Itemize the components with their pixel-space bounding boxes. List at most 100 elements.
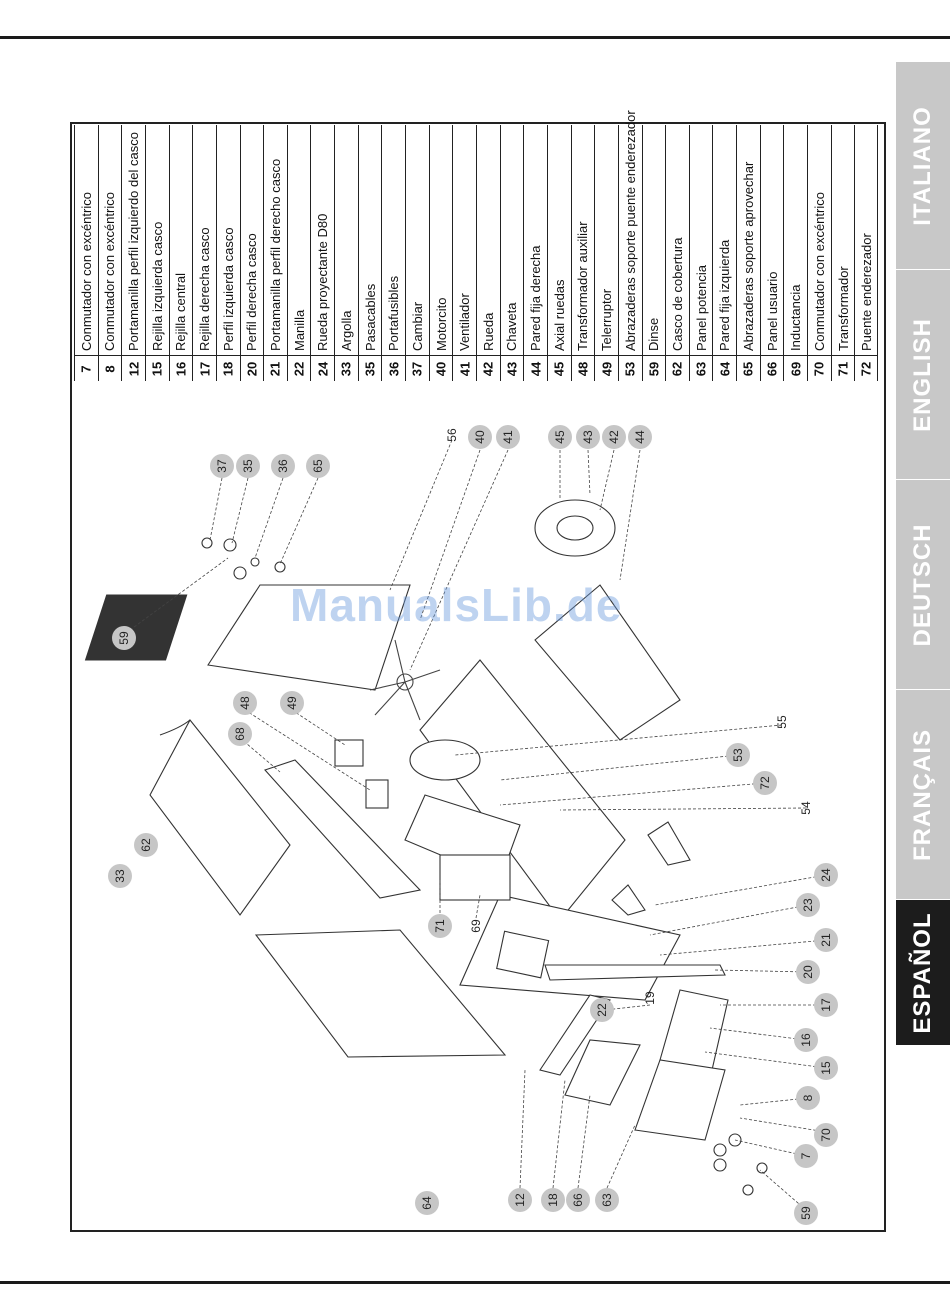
callout-circle — [548, 425, 572, 449]
callout-number: 53 — [731, 748, 745, 762]
part-number: 41 — [457, 361, 473, 376]
part-description: Abrazaderas soporte puente enderezador — [622, 110, 638, 351]
callout-circle — [108, 864, 132, 888]
part-number-cell: 18 — [216, 355, 240, 381]
part-number-cell: 33 — [335, 355, 358, 381]
part-description: Casco de cobertura — [669, 237, 685, 351]
part-number-cell: 44 — [524, 355, 547, 381]
language-tab-italiano[interactable]: ITALIANO — [896, 62, 950, 270]
side-panel-44 — [534, 584, 681, 741]
part-number-cell: 48 — [571, 355, 595, 381]
callout-45: 45 — [548, 425, 572, 449]
part-description-cell: Dinse — [643, 125, 666, 355]
part-number-cell: 49 — [595, 355, 618, 381]
language-tab-français[interactable]: FRANÇAIS — [896, 690, 950, 900]
callout-circle — [595, 1188, 619, 1212]
callout-circle — [796, 1086, 820, 1110]
part-description: Puente enderezador — [859, 233, 875, 351]
part-description-cell: Panel usuario — [761, 125, 784, 355]
watermark: ManualsLib.de — [290, 579, 623, 631]
cover-casing-62 — [149, 719, 291, 916]
language-tab-deutsch[interactable]: DEUTSCH — [896, 480, 950, 690]
callout-circle — [814, 993, 838, 1017]
part-description: Abrazaderas soporte aprovechar — [740, 161, 756, 351]
part-description: Conmutador con excéntrico — [102, 192, 118, 351]
part-description-cell: Conmutador con excéntrico — [75, 125, 98, 355]
part-description: Motorcito — [433, 297, 449, 351]
callout-number: 33 — [113, 869, 127, 883]
front-panel — [459, 894, 681, 1001]
part-number: 35 — [362, 361, 378, 376]
part-number: 36 — [386, 361, 402, 376]
callout-22: 22 — [590, 998, 614, 1022]
part-description: Dinse — [646, 317, 662, 351]
part-number: 69 — [788, 361, 804, 376]
callout-number: 54 — [799, 801, 813, 815]
callout-number: 59 — [799, 1206, 813, 1220]
callout-number: 66 — [571, 1193, 585, 1207]
callout-49: 49 — [280, 691, 304, 715]
part-number: 44 — [528, 361, 544, 376]
part-number-cell: 53 — [618, 355, 642, 381]
callout-circle — [415, 1191, 439, 1215]
part-description: Argolla — [338, 310, 354, 351]
callout-55: 55 — [775, 715, 789, 729]
callout-number: 49 — [285, 696, 299, 710]
heatsink — [84, 594, 188, 661]
chassis-base — [419, 659, 626, 921]
callout-number: 12 — [513, 1193, 527, 1207]
callout-66: 66 — [566, 1188, 590, 1212]
part-description-cell: Puente enderezador — [855, 125, 877, 355]
callout-circle — [541, 1188, 565, 1212]
callout-number: 45 — [553, 430, 567, 444]
part-description: Rejilla derecha casco — [197, 227, 213, 351]
language-tab-english[interactable]: ENGLISH — [896, 270, 950, 480]
callout-circle — [134, 833, 158, 857]
part-description-cell: Rejilla central — [170, 125, 193, 355]
part-description-cell: Portamanilla perfil derecho casco — [264, 125, 287, 355]
callout-circle — [228, 722, 252, 746]
parts-row: Abrazaderas soporte aprovechar 65 — [736, 125, 760, 381]
part-number-cell: 65 — [737, 355, 760, 381]
callout-number: 8 — [801, 1094, 815, 1101]
part-number: 59 — [646, 361, 662, 376]
callout-24: 24 — [814, 863, 838, 887]
part-description: Rejilla izquierda casco — [149, 221, 165, 351]
callout-number: 17 — [819, 998, 833, 1012]
part-description-cell: Abrazaderas soporte puente enderezador — [619, 110, 642, 355]
callout-59: 59 — [794, 1201, 818, 1225]
callout-number: 65 — [311, 459, 325, 473]
part-number-cell: 64 — [713, 355, 737, 381]
coil-53 — [409, 739, 481, 781]
callout-circle — [233, 691, 257, 715]
part-number: 65 — [740, 361, 756, 376]
callout-circle — [576, 425, 600, 449]
part-description-cell: Manilla — [288, 125, 311, 355]
callout-68: 68 — [228, 722, 252, 746]
part-description-cell: Transformador — [832, 125, 855, 355]
relay-49 — [334, 739, 364, 767]
callout-number: 36 — [276, 459, 290, 473]
part-description: Conmutador con excéntrico — [78, 192, 94, 351]
language-tab-español[interactable]: ESPAÑOL — [896, 900, 950, 1046]
part-description: Transformador auxiliar — [575, 221, 591, 351]
callout-42: 42 — [602, 425, 626, 449]
diagram-frame — [70, 122, 886, 1232]
callout-number: 41 — [501, 430, 515, 444]
part-description-cell: Casco de cobertura — [666, 125, 689, 355]
callout-circle — [628, 425, 652, 449]
callout-33: 33 — [108, 864, 132, 888]
callout-circle — [794, 1144, 818, 1168]
